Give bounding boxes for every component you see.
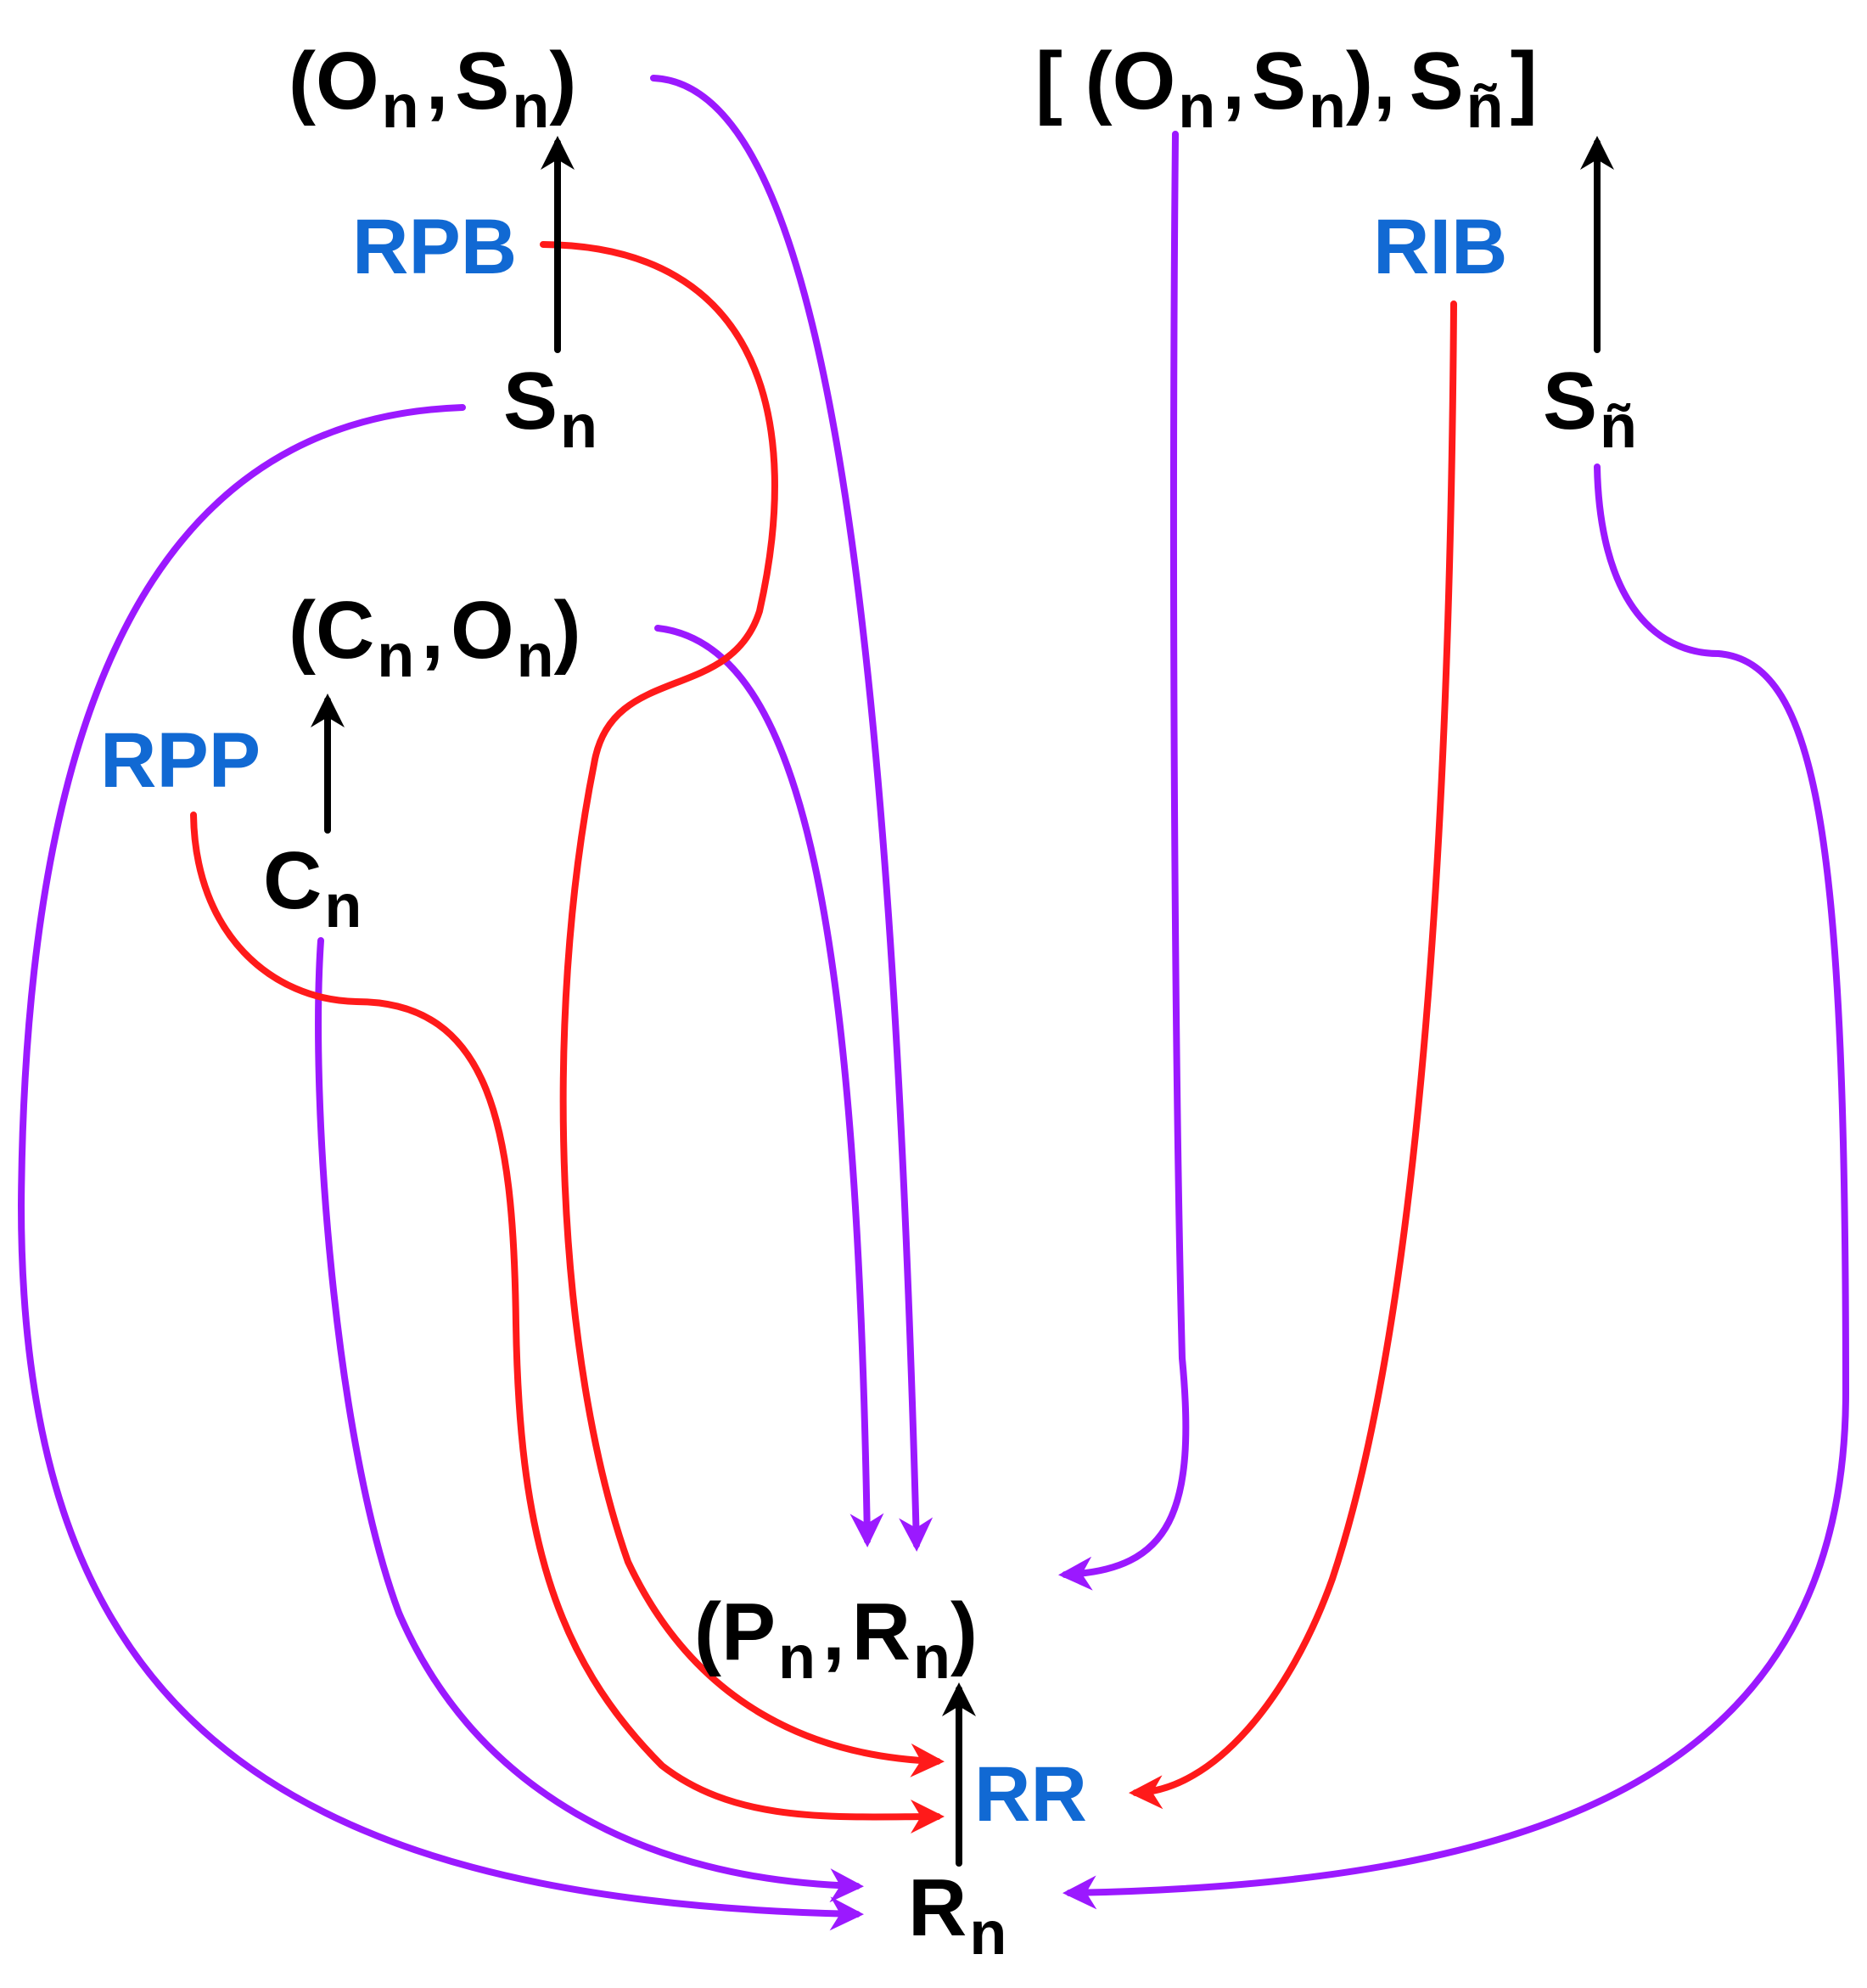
edge-cn-to-rn xyxy=(315,937,864,1903)
edge-bracket-to-pn-rn xyxy=(1058,131,1190,1591)
edge-rib-to-rr xyxy=(1129,300,1457,1810)
edge-sn-to-rn xyxy=(17,404,864,1931)
node-sntilde: Sñ xyxy=(1543,356,1638,461)
node-sn: Sn xyxy=(503,356,598,461)
edge-cn-on-to-pn-rn xyxy=(654,625,884,1547)
node-cn: Cn xyxy=(263,835,362,941)
process-rib: RIB xyxy=(1373,204,1508,290)
node-pn-rn: (Pn,Rn) xyxy=(694,1586,978,1692)
edge-on-sn-to-pn-rn xyxy=(650,75,934,1552)
node-rn: Rn xyxy=(908,1862,1007,1968)
process-rpp: RPP xyxy=(100,717,261,804)
node-on-sn: (On,Sn) xyxy=(289,36,577,141)
process-rr: RR xyxy=(974,1751,1087,1838)
edge-rpb-to-rr xyxy=(540,241,945,1777)
edge-sntilde-to-rn xyxy=(1062,463,1850,1910)
node-cn-on: (Cn,On) xyxy=(289,585,581,690)
node-on-sn-sntilde: [ (On,Sn),Sñ] xyxy=(1035,36,1538,141)
process-rpb: RPB xyxy=(352,204,518,290)
edge-rpp-to-rr xyxy=(190,811,945,1834)
